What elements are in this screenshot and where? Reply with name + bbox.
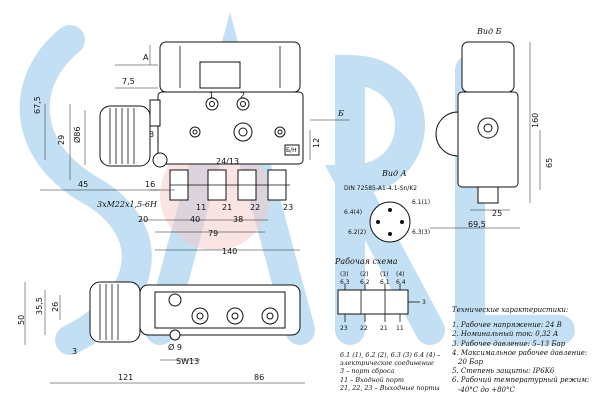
dim-7-5: 7,5 — [122, 77, 135, 86]
legend-line: 6.1 (1), 6.2 (2), 6.3 (3) 6.4 (4) – — [340, 351, 441, 359]
dim-140: 140 — [222, 247, 237, 256]
dim-160: 160 — [531, 113, 540, 128]
connector-din-title: DIN 72585-A1-4.1-Sn/K2 — [344, 185, 417, 192]
dim-29: 29 — [57, 135, 66, 145]
view-a-marker: A — [143, 53, 149, 62]
legend-line: 3 – порт сброса — [340, 367, 395, 376]
scheme-port-3: 3 — [422, 299, 426, 306]
dim-121: 121 — [118, 373, 133, 382]
connector-face — [369, 201, 411, 243]
dim-65: 65 — [545, 158, 554, 168]
dim-phi86: Ø86 — [72, 127, 82, 143]
spec-line: 5. Степень защиты: IP6K6 — [452, 367, 555, 376]
dim-50: 50 — [17, 315, 26, 325]
dim-thread: 3xM22x1,5-6H — [97, 200, 158, 209]
spec-line: 2. Номинальный ток: 0,32 А — [452, 330, 559, 339]
connector-pin-6-3: 6.3(3) — [412, 229, 430, 236]
front-view: A Б 7,5 67,5 29 Ø86 45 16 3xM22x1,5-6H 2… — [33, 41, 350, 256]
front-connector-housing — [99, 105, 151, 167]
dim-40: 40 — [190, 215, 200, 224]
dim-12: 12 — [312, 138, 321, 148]
spec-line: 4. Максимальное рабочее давление: — [452, 348, 588, 357]
scheme-port-11: 11 — [396, 325, 404, 332]
dim-69-5: 69,5 — [468, 220, 486, 229]
dim-79: 79 — [208, 229, 218, 238]
scheme-pin-6-3: 6.3 — [340, 279, 350, 286]
view-b-marker: Б — [337, 109, 344, 118]
connector-pin-6-4: 6.4(4) — [344, 209, 362, 216]
scheme-top-label-4: (4) — [396, 271, 405, 278]
working-scheme: Рабочая схема (3) (2) (1) (4) 6.3 6.2 6.… — [334, 257, 426, 332]
scheme-port-23: 23 — [340, 325, 348, 332]
dim-16: 16 — [145, 180, 155, 189]
scheme-pin-6-4: 6.4 — [396, 279, 406, 286]
spec-line: 3. Рабочее давление: 5–13 Бар — [452, 339, 566, 348]
dim-3: 3 — [72, 347, 77, 356]
scheme-pin-6-2: 6.2 — [360, 279, 370, 286]
legend-line: 11 – Входной порт — [340, 375, 404, 384]
scheme-port-22: 22 — [360, 325, 368, 332]
front-lower-port — [152, 152, 168, 168]
port-1-label: 1 — [209, 91, 214, 100]
port-2-label: 2 — [240, 91, 245, 100]
scheme-top-label-3: (3) — [340, 271, 349, 278]
scheme-title: Рабочая схема — [334, 257, 398, 266]
side-lower-fitting — [477, 186, 499, 204]
front-dimension-lines — [40, 45, 350, 251]
dim-phi9: Ø 9 — [168, 342, 182, 352]
spec-line: 1. Рабочее напряжение: 24 В — [452, 321, 562, 330]
port-11-label: 11 — [196, 203, 206, 212]
port-23-label: 23 — [283, 203, 293, 212]
view-b-title: Вид Б — [476, 27, 502, 36]
dim-67-5: 67,5 — [33, 96, 42, 114]
bottom-connector-housing — [89, 281, 141, 343]
spec-line: -40°С до +80°С — [458, 385, 515, 394]
legend-line: электрическое соединение — [340, 359, 434, 368]
dim-25: 25 — [492, 209, 502, 218]
legend-line: 21, 22, 23 – Выходные порты — [340, 383, 440, 392]
side-solenoid-block — [461, 41, 515, 93]
port-22-label: 22 — [250, 203, 260, 212]
bottom-connector-ribs — [99, 284, 119, 340]
scheme-port-21: 21 — [380, 325, 388, 332]
front-valve-body — [157, 91, 304, 165]
scheme-box — [337, 289, 409, 315]
view-a-title: Вид А — [381, 169, 407, 178]
spec-line: 20 Бар — [458, 358, 483, 367]
front-br-tag — [284, 144, 300, 156]
front-connector-ribs — [109, 108, 135, 164]
side-connector-dome — [435, 111, 459, 157]
connector-pin-6-2: 6.2(2) — [348, 229, 366, 236]
port-3-label: 3 — [149, 130, 154, 139]
technical-specs: Технические характеристики: 1. Рабочее н… — [452, 306, 600, 395]
bottom-view: 50 35,5 26 Ø 9 3 SW13 121 86 — [17, 281, 305, 384]
dim-38: 38 — [233, 215, 243, 224]
side-valve-body — [457, 91, 519, 188]
scheme-top-label-1: (1) — [380, 271, 389, 278]
connector-pin-6-1: 6.1(1) — [412, 199, 430, 206]
port-br-label: Б/Н — [286, 147, 297, 154]
dim-86: 86 — [254, 373, 264, 382]
dim-26: 26 — [51, 302, 60, 312]
dim-20: 20 — [138, 215, 148, 224]
connector-view-a: Вид А DIN 72585-A1-4.1-Sn/K2 6.4(4) 6.1(… — [344, 169, 430, 243]
spec-line: 6. Рабочий температурный режим: — [452, 376, 590, 385]
port-24-13-label: 24/13 — [216, 157, 239, 166]
port-21-label: 21 — [222, 203, 232, 212]
specs-title: Технические характеристики: — [452, 306, 569, 314]
dim-sw13: SW13 — [176, 357, 199, 366]
scheme-top-label-2: (2) — [360, 271, 369, 278]
front-left-flange — [149, 99, 161, 127]
dim-35-5: 35,5 — [35, 297, 44, 315]
port-legend: 6.1 (1), 6.2 (2), 6.3 (3) 6.4 (4) – элек… — [340, 351, 450, 392]
bottom-mount-hole — [169, 329, 181, 341]
front-solenoid-window — [199, 61, 241, 89]
dim-45: 45 — [78, 180, 88, 189]
scheme-pin-6-1: 6.1 — [380, 279, 390, 286]
side-view: Вид Б 160 65 25 69,5 — [430, 27, 554, 229]
